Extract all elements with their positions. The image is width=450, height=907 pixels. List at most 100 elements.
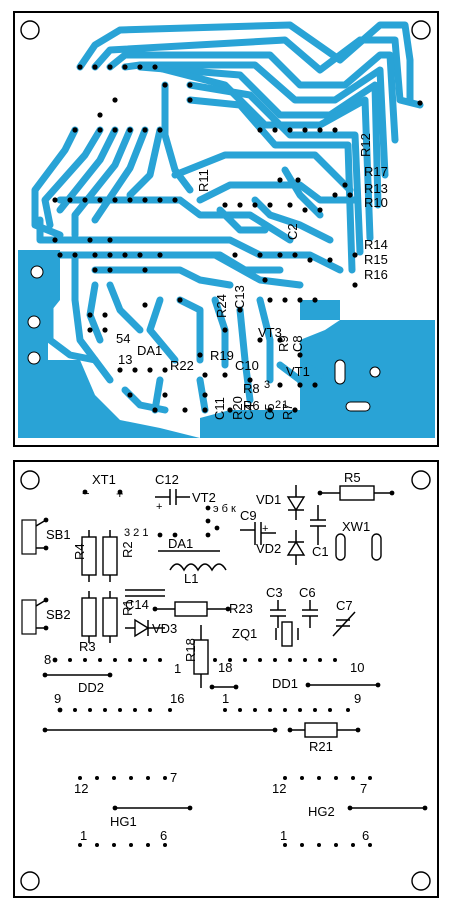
svg-text:54: 54 (116, 331, 130, 346)
svg-text:VT3: VT3 (258, 325, 282, 340)
svg-text:R12: R12 (358, 133, 373, 157)
vd3-diode (125, 618, 165, 638)
label-c7: C7 (336, 598, 353, 613)
label-pin-12a: 12 (74, 781, 88, 796)
svg-text:C13: C13 (232, 285, 247, 309)
copper-side-panel: R12 R17 R13 R10 R11 C2 R14 R15 R16 R24 C… (13, 11, 439, 447)
svg-text:R14: R14 (364, 237, 388, 252)
sb2-switch (21, 597, 49, 635)
label-pin-7a: 7 (170, 770, 177, 785)
label-da1: DA1 (168, 536, 193, 551)
svg-text:C5: C5 (262, 403, 277, 420)
c6-capacitor (302, 600, 318, 628)
label-da1-pins: 3 2 1 (124, 527, 148, 539)
label-pin-6a: 6 (160, 828, 167, 843)
r2-resistor (102, 530, 118, 582)
label-sb2: SB2 (46, 607, 71, 622)
r23-resistor (152, 601, 231, 617)
sb1-switch (21, 517, 49, 555)
svg-text:R6: R6 (243, 398, 260, 413)
svg-text:DA1: DA1 (137, 343, 162, 358)
c9-capacitor: + (240, 522, 276, 545)
mount-hole (20, 20, 40, 40)
vt2-transistor (205, 505, 211, 538)
xt1-connector (82, 489, 123, 495)
label-r1: R1 (120, 599, 135, 616)
svg-text:+: + (156, 501, 162, 513)
label-xt1: XT1 (92, 472, 116, 487)
c3-capacitor (270, 600, 286, 628)
svg-text:R19: R19 (210, 348, 234, 363)
c14-capacitor (125, 589, 165, 597)
svg-text:+: + (262, 523, 268, 535)
label-c14: C14 (125, 597, 149, 612)
svg-text:C10: C10 (235, 358, 259, 373)
r3-resistor (81, 591, 97, 643)
label-pin-1d: 1 (280, 828, 287, 843)
r21-resistor (287, 722, 361, 738)
label-xt1-minus: − (82, 486, 90, 501)
label-pin-12b: 12 (272, 781, 286, 796)
mount-hole (20, 470, 40, 490)
dd2-chip (42, 657, 172, 713)
label-pin-10: 10 (350, 660, 364, 675)
label-r2: R2 (120, 541, 135, 558)
svg-text:C8: C8 (290, 335, 305, 352)
label-pin-18: 18 (218, 660, 232, 675)
label-c1: C1 (312, 544, 329, 559)
label-c12: C12 (155, 472, 179, 487)
svg-text:13: 13 (118, 352, 132, 367)
component-labels: XT1 − + C12 VT2 э б к R5 VD1 VD2 C1 XW1 … (44, 470, 370, 843)
svg-text:R22: R22 (170, 358, 194, 373)
label-vt2: VT2 (192, 490, 216, 505)
r18-resistor (193, 625, 209, 688)
svg-text:R24: R24 (214, 294, 229, 318)
label-hg1: HG1 (110, 814, 137, 829)
label-pin-1b: 1 (222, 691, 229, 706)
label-vd2: VD2 (256, 541, 281, 556)
copper-pads (52, 64, 423, 413)
xw1-connector (335, 533, 382, 561)
label-pin-1c: 1 (80, 828, 87, 843)
label-vt2-pins: э б к (213, 503, 236, 515)
l1-inductor (169, 563, 227, 572)
label-c6: C6 (299, 585, 316, 600)
copper-labels: R12 R17 R13 R10 R11 C2 R14 R15 R16 R24 C… (116, 133, 388, 420)
da1-chip (157, 525, 220, 552)
svg-text:VT1: VT1 (286, 364, 310, 379)
label-c3: C3 (266, 585, 283, 600)
r1-resistor (102, 591, 118, 643)
label-dd1: DD1 (272, 676, 298, 691)
c12-capacitor: + (155, 489, 190, 513)
c1-capacitor (310, 505, 326, 545)
mount-hole (411, 470, 431, 490)
hg1-display (78, 776, 193, 847)
r5-resistor (317, 485, 395, 501)
label-hg2: HG2 (308, 804, 335, 819)
label-pin-7b: 7 (360, 781, 367, 796)
label-pin-9a: 9 (54, 691, 61, 706)
svg-text:R17: R17 (364, 164, 388, 179)
svg-text:1: 1 (282, 399, 288, 411)
label-vd3: VD3 (152, 621, 177, 636)
mount-hole (20, 871, 40, 891)
mount-hole (411, 871, 431, 891)
component-board-outline (13, 460, 439, 898)
copper-pour (18, 360, 200, 438)
copper-pour (200, 320, 435, 438)
svg-text:R16: R16 (364, 267, 388, 282)
svg-text:R8: R8 (243, 381, 260, 396)
label-r23: R23 (229, 601, 253, 616)
label-r18: R18 (183, 638, 198, 662)
component-side-panel: + (13, 460, 439, 898)
zq1-crystal (275, 621, 299, 647)
svg-text:3: 3 (264, 379, 270, 391)
svg-text:C2: C2 (285, 223, 300, 240)
svg-text:2: 2 (275, 399, 281, 411)
label-zq1: ZQ1 (232, 626, 257, 641)
r4-resistor (81, 530, 97, 582)
mount-hole (411, 20, 431, 40)
c7-capacitor (332, 611, 356, 637)
svg-text:R20: R20 (230, 396, 245, 420)
